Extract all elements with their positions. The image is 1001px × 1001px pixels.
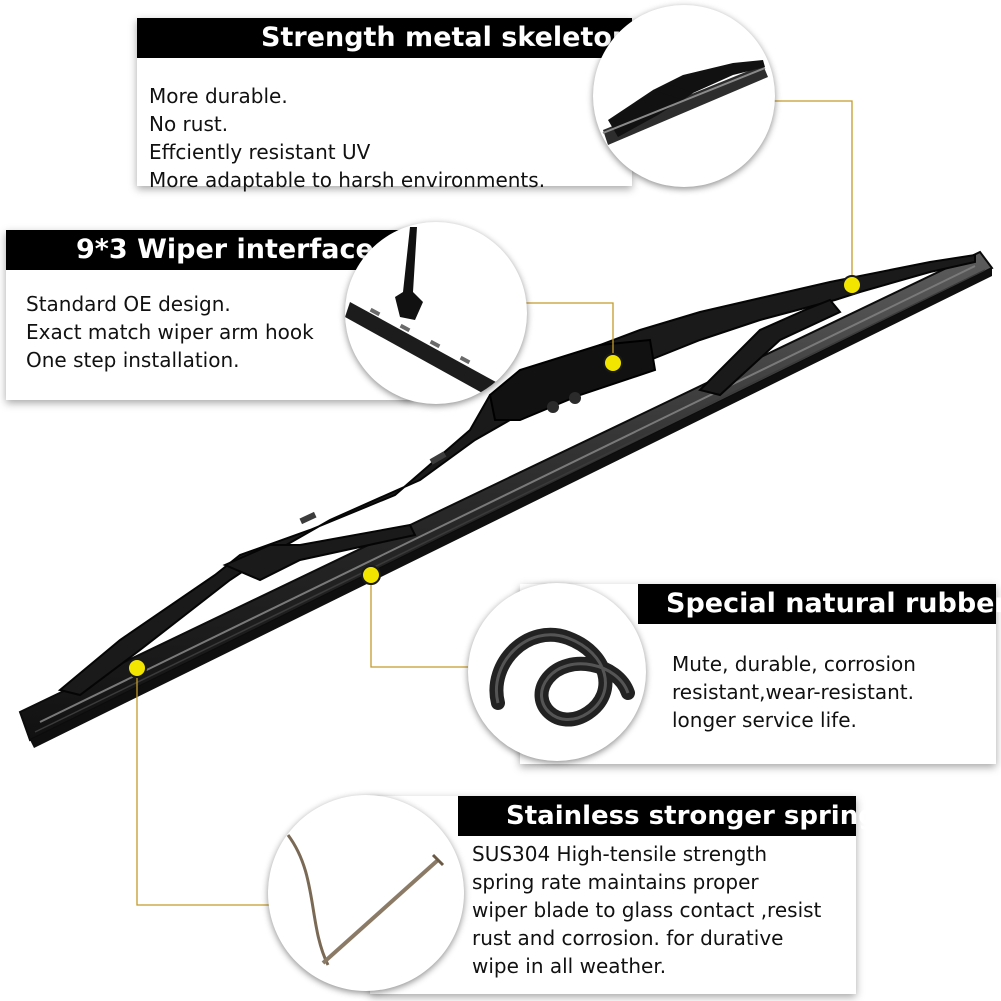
- feature-card-interface: 9*3 Wiper interface Standard OE design. …: [6, 230, 412, 400]
- wiper-arm-hook-icon: [345, 222, 527, 404]
- steel-spring-icon: [268, 795, 464, 991]
- feature-title-skeleton: Strength metal skeleton: [137, 18, 632, 58]
- feature-line: wipe in all weather.: [472, 954, 667, 978]
- callout-dot-interface: [603, 353, 623, 373]
- leader-line-interface: [525, 302, 614, 361]
- blade-rail: [18, 250, 994, 748]
- feature-line: Effciently resistant UV: [149, 140, 371, 164]
- feature-description-spring: SUS304 High-tensile strength spring rate…: [472, 840, 821, 980]
- callout-dot-skeleton: [842, 275, 862, 295]
- feature-title-rubber: Special natural rubber: [638, 584, 1001, 624]
- leader-line-rubber: [370, 575, 468, 668]
- feature-line: resistant,wear-resistant.: [672, 680, 914, 704]
- feature-description-skeleton: More durable. No rust. Effciently resist…: [149, 82, 545, 194]
- feature-line: wiper blade to glass contact ,resist: [472, 898, 822, 922]
- feature-description-rubber: Mute, durable, corrosion resistant,wear-…: [672, 650, 916, 734]
- feature-title-interface: 9*3 Wiper interface: [6, 230, 412, 270]
- feature-description-interface: Standard OE design. Exact match wiper ar…: [26, 290, 314, 374]
- feature-line: Standard OE design.: [26, 292, 231, 316]
- leader-line-spring: [136, 668, 270, 906]
- feature-title-spring: Stainless stronger spring: [458, 796, 877, 836]
- feature-line: spring rate maintains proper: [472, 870, 759, 894]
- feature-line: One step installation.: [26, 348, 240, 372]
- callout-dot-spring: [127, 658, 147, 678]
- feature-line: Exact match wiper arm hook: [26, 320, 314, 344]
- wiper-frame-closeup-icon: [593, 5, 775, 187]
- blade-frame: [57, 253, 976, 697]
- feature-line: SUS304 High-tensile strength: [472, 842, 767, 866]
- feature-line: No rust.: [149, 112, 229, 136]
- rubber-strip-icon: [468, 583, 646, 761]
- leader-line-skeleton: [774, 100, 853, 283]
- feature-line: More adaptable to harsh environments.: [149, 168, 546, 192]
- feature-line: More durable.: [149, 84, 288, 108]
- feature-line: longer service life.: [672, 708, 857, 732]
- feature-line: Mute, durable, corrosion: [672, 652, 916, 676]
- callout-dot-rubber: [361, 565, 381, 585]
- feature-card-skeleton: Strength metal skeleton More durable. No…: [137, 18, 632, 192]
- feature-line: rust and corrosion. for durative: [472, 926, 784, 950]
